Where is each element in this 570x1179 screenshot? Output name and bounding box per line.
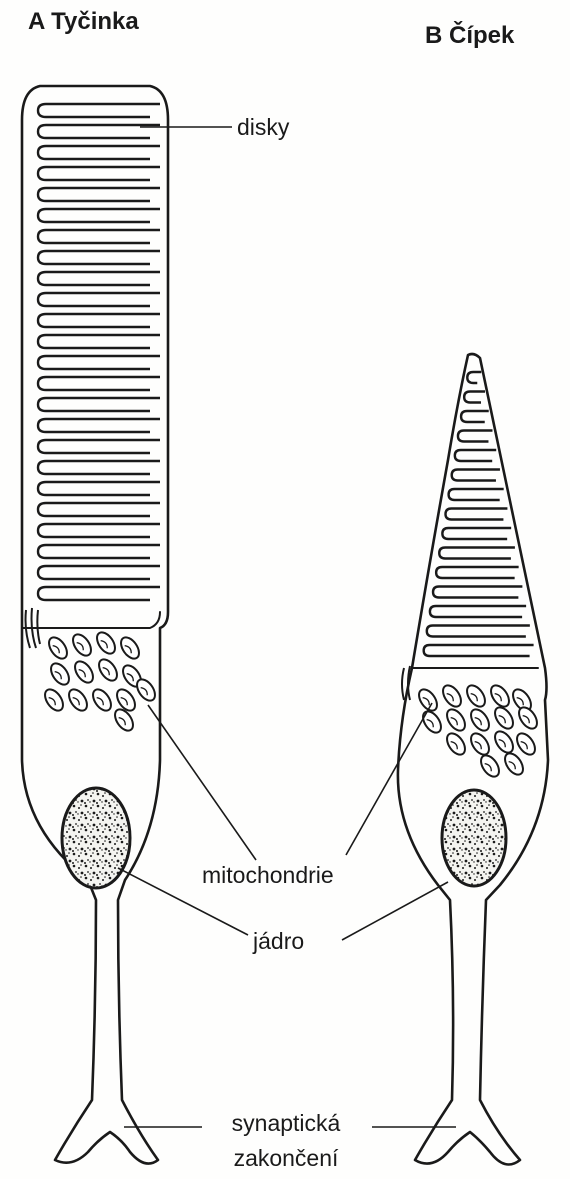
label-discs: disky [237, 116, 289, 139]
rod-disc [38, 356, 160, 369]
cone-disc [427, 626, 530, 637]
rod-disc [38, 587, 160, 600]
cone-disc [430, 606, 526, 617]
cone-mitochondrion [491, 728, 516, 756]
rod-mitochondrion [47, 660, 72, 688]
rod-mitochondrion [117, 634, 142, 662]
cone-nucleus [442, 790, 506, 886]
rod-disc [38, 566, 160, 579]
rod-disc [38, 293, 160, 306]
cone-mitochondrion [443, 706, 468, 734]
rod-nucleus [62, 788, 130, 888]
rod-mitochondrion [41, 686, 66, 714]
rod-disc [38, 461, 160, 474]
cone-mitochondrion [463, 682, 488, 710]
nucleus-leader-cone [342, 882, 448, 940]
rod-disc [38, 209, 160, 222]
cone-disc [436, 567, 519, 578]
label-synaptic-terminal: synaptická zakončení [200, 1112, 372, 1170]
rod-discs [38, 104, 160, 600]
rod-disc [38, 146, 160, 159]
cone-disc [455, 450, 496, 461]
rod-cell [22, 86, 168, 1164]
rod-disc [38, 440, 160, 453]
cone-mitochondrion [513, 730, 538, 758]
rod-mitochondrion [69, 631, 94, 659]
cone-mitochondrion [419, 708, 444, 736]
cone-disc [439, 548, 515, 559]
label-mitochondria: mitochondrie [202, 864, 334, 887]
cone-mitochondrion [501, 750, 526, 778]
rod-disc [38, 272, 160, 285]
rod-disc [38, 335, 160, 348]
rod-disc [38, 230, 160, 243]
cone-disc [461, 411, 489, 422]
rod-disc [38, 188, 160, 201]
cone-disc [433, 587, 522, 598]
cone-disc [458, 431, 493, 442]
rod-disc [38, 167, 160, 180]
rod-mitochondrion [45, 634, 70, 662]
cone-outline [398, 354, 548, 1165]
cone-disc [467, 372, 481, 383]
rod-disc [38, 545, 160, 558]
cone-mitochondrion [467, 730, 492, 758]
label-synaptic-line2: zakončení [200, 1147, 372, 1170]
cone-disc [445, 509, 507, 520]
rod-disc [38, 104, 160, 117]
rod-mitochondrion [95, 656, 120, 684]
cone-mitochondrion [467, 706, 492, 734]
rod-mitochondrion [71, 658, 96, 686]
cone-mitochondrion [443, 730, 468, 758]
cone-mitochondrion [487, 682, 512, 710]
rod-disc [38, 524, 160, 537]
rod-outline [22, 86, 168, 1164]
cone-disc [424, 645, 534, 656]
cone-discs [424, 372, 534, 656]
cone-mitochondrion [491, 704, 516, 732]
cone-disc [464, 392, 485, 403]
rod-mitochondrion [89, 686, 114, 714]
mito-leader-cone [346, 703, 432, 855]
rod-mitochondrion [93, 629, 118, 657]
rod-disc [38, 419, 160, 432]
cone-mitochondrion [477, 752, 502, 780]
cone-disc [449, 489, 504, 500]
rod-disc [38, 482, 160, 495]
cone-mitochondria [415, 682, 540, 780]
rod-disc [38, 251, 160, 264]
cone-disc [452, 470, 500, 481]
label-synaptic-line1: synaptická [200, 1112, 372, 1135]
label-nucleus: jádro [253, 930, 304, 953]
cone-disc [442, 528, 511, 539]
rod-disc [38, 314, 160, 327]
mito-leader-rod [148, 705, 256, 860]
rod-mitochondria [41, 629, 158, 734]
rod-disc [38, 503, 160, 516]
rod-disc [38, 398, 160, 411]
rod-segment-junction [22, 612, 160, 628]
cone-mitochondrion [439, 682, 464, 710]
rod-disc [38, 377, 160, 390]
rod-mitochondrion [65, 686, 90, 714]
cone-cell [398, 354, 548, 1165]
